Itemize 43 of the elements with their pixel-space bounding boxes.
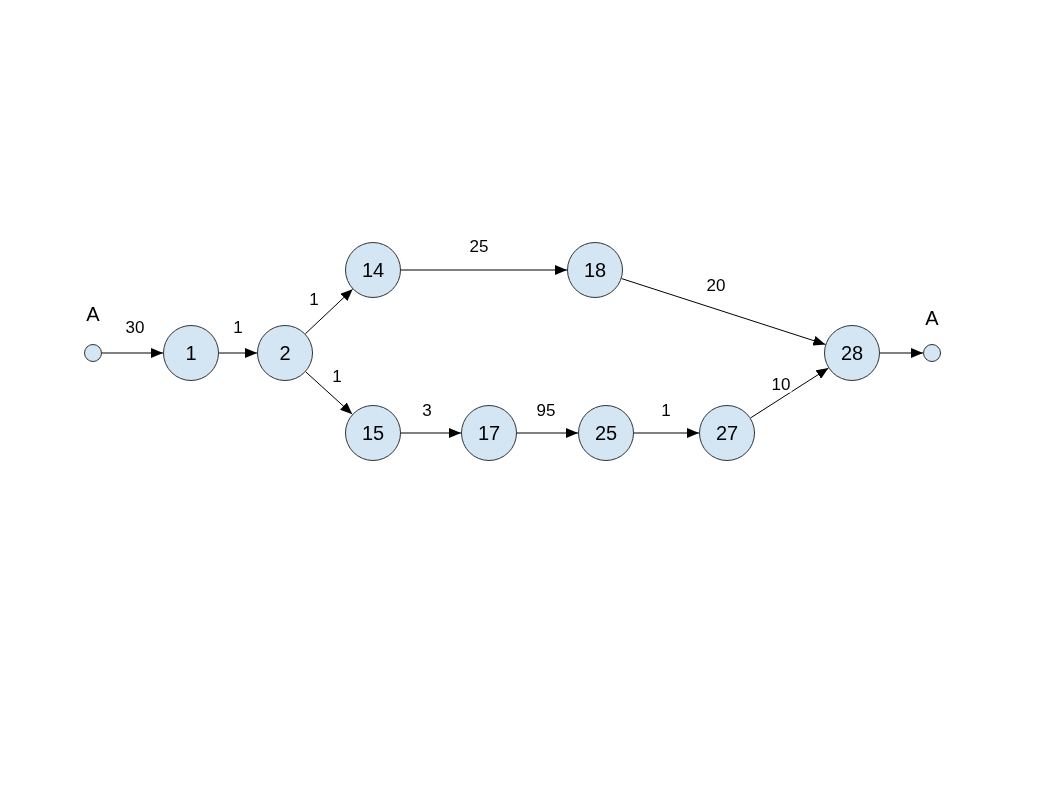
- arrow: [400, 265, 568, 275]
- terminal-circle: [84, 344, 102, 362]
- node-number: 14: [361, 260, 385, 280]
- arrow: [879, 348, 924, 358]
- node-circle: [578, 405, 634, 461]
- node-number: 18: [583, 260, 607, 280]
- arrow: [304, 288, 354, 335]
- node-circle: [824, 325, 880, 381]
- node-circle: [461, 405, 517, 461]
- edge-label: 25: [468, 237, 490, 255]
- arrow: [305, 371, 353, 415]
- node-circle: [257, 325, 313, 381]
- edge-label: 3: [421, 401, 433, 419]
- arrow: [633, 428, 700, 438]
- node-number: 1: [185, 343, 197, 363]
- node-number: 15: [361, 423, 385, 443]
- edge-label: 10: [770, 375, 792, 393]
- node-number: 17: [477, 423, 501, 443]
- node-number: 2: [279, 343, 291, 363]
- arrow: [400, 428, 462, 438]
- edge-label: 1: [308, 290, 320, 308]
- edge-label: 1: [232, 318, 244, 336]
- edge-label: 1: [660, 401, 672, 419]
- edge-label: 30: [124, 318, 146, 336]
- edge-label: 1: [331, 367, 343, 385]
- arrow: [750, 367, 829, 419]
- node-number: 25: [594, 423, 618, 443]
- terminal-circle: [923, 344, 941, 362]
- node-label: A: [925, 308, 939, 328]
- arrow: [516, 428, 579, 438]
- arrow: [101, 348, 164, 358]
- arrow: [218, 348, 258, 358]
- node-circle: [699, 405, 755, 461]
- node-circle: [163, 325, 219, 381]
- edge-label: 95: [535, 401, 557, 419]
- arrow: [621, 278, 826, 346]
- edge-label: 20: [705, 276, 727, 294]
- node-number: 28: [840, 343, 864, 363]
- node-circle: [567, 242, 623, 298]
- node-circle: [345, 405, 401, 461]
- node-circle: [345, 242, 401, 298]
- node-label: A: [86, 304, 100, 324]
- node-number: 27: [715, 423, 739, 443]
